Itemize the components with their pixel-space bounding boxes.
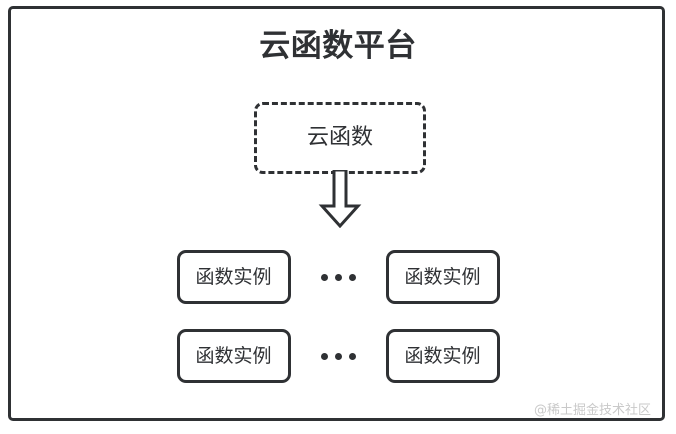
function-instance-label: 函数实例 bbox=[195, 344, 272, 367]
ellipsis-dot bbox=[320, 273, 328, 281]
ellipsis-icon bbox=[291, 273, 386, 281]
function-instance-label: 函数实例 bbox=[404, 344, 481, 367]
ellipsis-dot bbox=[320, 352, 328, 360]
function-instance-box: 函数实例 bbox=[176, 329, 291, 383]
instance-row-2: 函数实例 函数实例 bbox=[0, 329, 676, 383]
function-instance-label: 函数实例 bbox=[195, 265, 272, 288]
ellipsis-dot bbox=[348, 352, 356, 360]
ellipsis-dot bbox=[334, 273, 342, 281]
ellipsis-dot bbox=[334, 352, 342, 360]
function-instance-box: 函数实例 bbox=[385, 329, 500, 383]
instance-row-1: 函数实例 函数实例 bbox=[0, 250, 676, 304]
cloud-function-node: 云函数 bbox=[254, 102, 426, 174]
ellipsis-icon bbox=[291, 352, 386, 360]
page-title: 云函数平台 bbox=[259, 28, 417, 64]
down-block-arrow-icon bbox=[318, 168, 362, 229]
ellipsis-dot bbox=[348, 273, 356, 281]
function-instance-box: 函数实例 bbox=[385, 250, 500, 304]
function-instance-label: 函数实例 bbox=[404, 265, 481, 288]
cloud-function-label: 云函数 bbox=[306, 125, 373, 150]
watermark: @稀土掘金技术社区 bbox=[533, 403, 651, 418]
function-instance-box: 函数实例 bbox=[176, 250, 291, 304]
